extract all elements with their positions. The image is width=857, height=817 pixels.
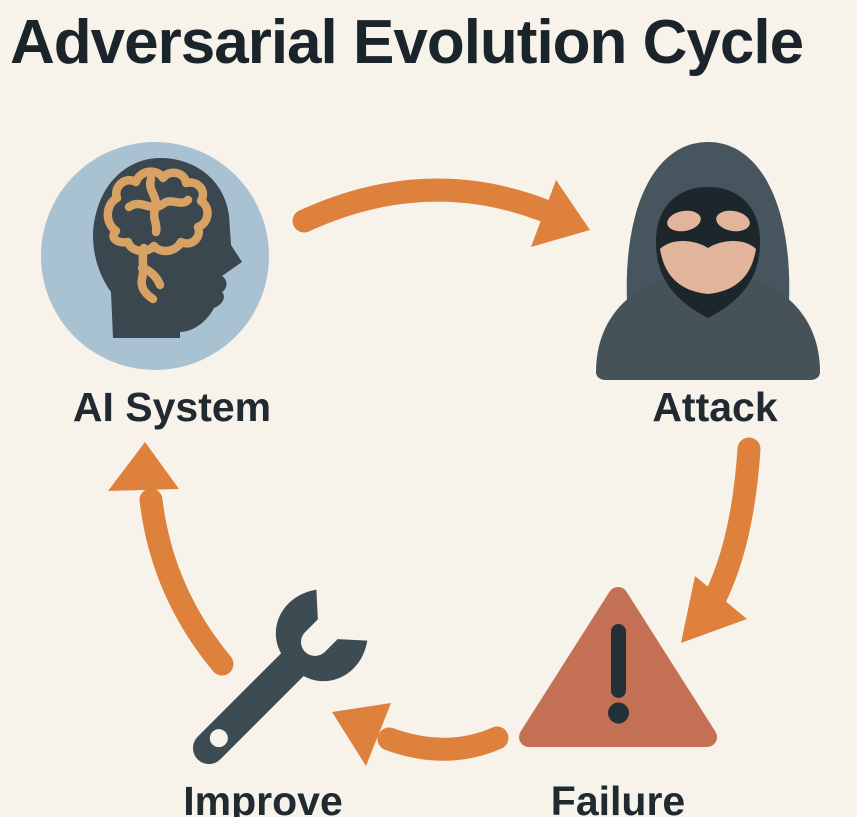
hooded-attacker-icon	[596, 142, 820, 380]
node-label-ai-system: AI System	[72, 384, 272, 430]
arrow-failure-to-improve	[332, 703, 509, 766]
arrow-ai-to-attack	[292, 178, 590, 247]
page-title: Adversarial Evolution Cycle	[10, 8, 804, 77]
warning-triangle-icon	[519, 587, 717, 747]
exclamation-dot	[608, 702, 629, 724]
lower-face	[660, 240, 756, 294]
wrench-icon	[192, 589, 368, 765]
node-label-improve: Improve	[183, 778, 343, 817]
left-eye	[667, 210, 701, 232]
shoulders	[596, 276, 820, 380]
arrow-attack-to-failure	[681, 437, 761, 643]
node-label-attack: Attack	[652, 384, 778, 430]
node-label-failure: Failure	[550, 778, 686, 817]
arrow-improve-to-ai	[108, 442, 234, 676]
head-with-brain-icon	[41, 142, 269, 370]
right-eye	[716, 210, 750, 232]
exclamation-bar	[611, 624, 626, 698]
wrench-hole	[209, 729, 228, 748]
brain-glyph	[103, 167, 212, 304]
